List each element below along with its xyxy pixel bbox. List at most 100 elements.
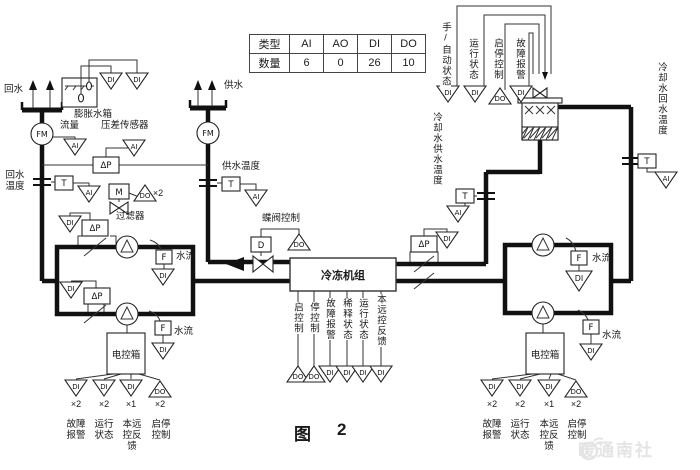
dp-pump-left: ΔP [83, 287, 111, 305]
io-di: DI [462, 85, 488, 103]
svg-text:F: F [161, 324, 166, 334]
chiller-box [289, 257, 397, 292]
svg-text:DI: DI [107, 76, 114, 84]
svg-text:DI: DI [488, 383, 495, 391]
io-di: DI [536, 379, 562, 397]
svg-text:FM: FM [202, 129, 214, 138]
m-box: M [108, 183, 130, 200]
svg-text:ΔP: ΔP [101, 161, 112, 171]
table-cell: 10 [391, 53, 426, 73]
svg-text:DI: DI [359, 369, 366, 377]
fan-icon [539, 86, 548, 100]
butterfly-valve [252, 254, 274, 274]
label-dp-sensor: 压差传感器 [101, 120, 149, 131]
io-di: DI [434, 231, 460, 249]
svg-text:DI: DI [133, 76, 140, 84]
control-box-left [106, 332, 146, 375]
label-butterfly-valve-ctrl: 蝶阀控制 [262, 213, 301, 224]
svg-text:DO: DO [309, 373, 320, 381]
label-fault-alarm: 故障报警 [514, 38, 525, 80]
label-control-box: 电控箱 [530, 350, 560, 361]
table-cell: 26 [357, 53, 392, 73]
io-di: DI [435, 85, 461, 103]
pumps [115, 233, 555, 326]
label-cw-supply-temp: 冷却水供水温度 [431, 112, 442, 186]
io-do: DO [285, 365, 311, 383]
io-ai: AI [62, 138, 88, 156]
f-switch: F [582, 319, 600, 335]
svg-text:DO: DO [571, 388, 582, 396]
svg-text:T: T [461, 192, 468, 202]
label-water-flow: 水流 [602, 330, 622, 341]
t-sensor-cw-supply: T [455, 188, 475, 204]
svg-text:AI: AI [253, 193, 260, 201]
count-x2: ×2 [486, 399, 498, 409]
dp-main: ΔP [92, 156, 120, 174]
svg-text:F: F [162, 253, 167, 263]
svg-text:FM: FM [36, 130, 48, 139]
svg-text:DI: DI [66, 219, 73, 227]
svg-text:DI: DI [517, 89, 524, 97]
io-do: DO [301, 365, 327, 383]
label-flow: 流量 [60, 120, 80, 131]
svg-text:AI: AI [131, 143, 138, 151]
count-x1: ×1 [125, 399, 137, 409]
float-switch [77, 93, 85, 103]
label-return-temp: 回水温度 [5, 170, 25, 192]
svg-text:DI: DI [516, 383, 523, 391]
cooling-tower [517, 86, 563, 141]
label-run-status: 运行状态 [94, 419, 114, 441]
io-di: DI [58, 281, 84, 299]
svg-text:DO: DO [155, 388, 166, 396]
tower-control-lines [456, 5, 552, 90]
f-switch: F [155, 249, 173, 265]
watermark: 暖通南社 [578, 436, 654, 461]
table-cell: 6 [289, 53, 324, 73]
label-start-stop-ctrl: 启停控制 [492, 38, 503, 80]
io-di: DI [479, 379, 505, 397]
io-do: DO [563, 380, 589, 398]
label-cw-return-temp: 冷却水回水温度 [656, 62, 667, 136]
label-filter: 过滤器 [116, 211, 145, 222]
label-expansion-tank: 膨胀水箱 [74, 109, 113, 120]
fan-icon [532, 86, 541, 100]
table-cell: 0 [323, 53, 358, 73]
io-triangles: DI DI AI AI AI DI DI DI DI DI DI DI DO A… [57, 72, 679, 398]
io-di: DI [150, 268, 176, 286]
svg-text:DI: DI [471, 89, 478, 97]
label-water-flow: 水流 [174, 326, 194, 337]
svg-text:DI: DI [343, 369, 350, 377]
io-di: DI [564, 270, 594, 293]
label-local-remote-fb: 本远控反馈 [539, 419, 559, 452]
svg-text:DI: DI [587, 347, 594, 355]
io-di: DI [124, 72, 150, 90]
t-sensor-return: T [54, 175, 74, 191]
flow-meter-supply: FM [196, 121, 220, 145]
svg-text:AI: AI [72, 142, 79, 150]
io-ai: AI [121, 139, 147, 157]
count-x2: ×2 [570, 399, 582, 409]
flow-arrows [29, 80, 244, 271]
label-start-ctrl: 启控制 [292, 302, 303, 334]
io-di: DI [91, 379, 117, 397]
svg-text:DI: DI [377, 369, 384, 377]
svg-text:DI: DI [72, 383, 79, 391]
f-switch: F [570, 250, 588, 266]
svg-text:DO: DO [293, 373, 304, 381]
d-box: D [250, 236, 272, 253]
io-di: DI [508, 85, 534, 103]
f-switch: F [154, 320, 172, 336]
table-header: 类型 [249, 34, 290, 54]
svg-text:T: T [227, 180, 234, 190]
label-supply-water: 供水 [224, 80, 244, 91]
flow-meter-return: FM [30, 122, 54, 146]
motor-valve [109, 200, 129, 216]
io-ai: AI [653, 171, 679, 189]
io-ai: AI [76, 185, 102, 203]
label-supply-temp: 供水温度 [222, 161, 261, 172]
arrow-down-icon [542, 72, 548, 80]
svg-text:DI: DI [159, 272, 166, 280]
svg-text:ΔP: ΔP [90, 224, 101, 234]
svg-text:T: T [60, 179, 67, 189]
